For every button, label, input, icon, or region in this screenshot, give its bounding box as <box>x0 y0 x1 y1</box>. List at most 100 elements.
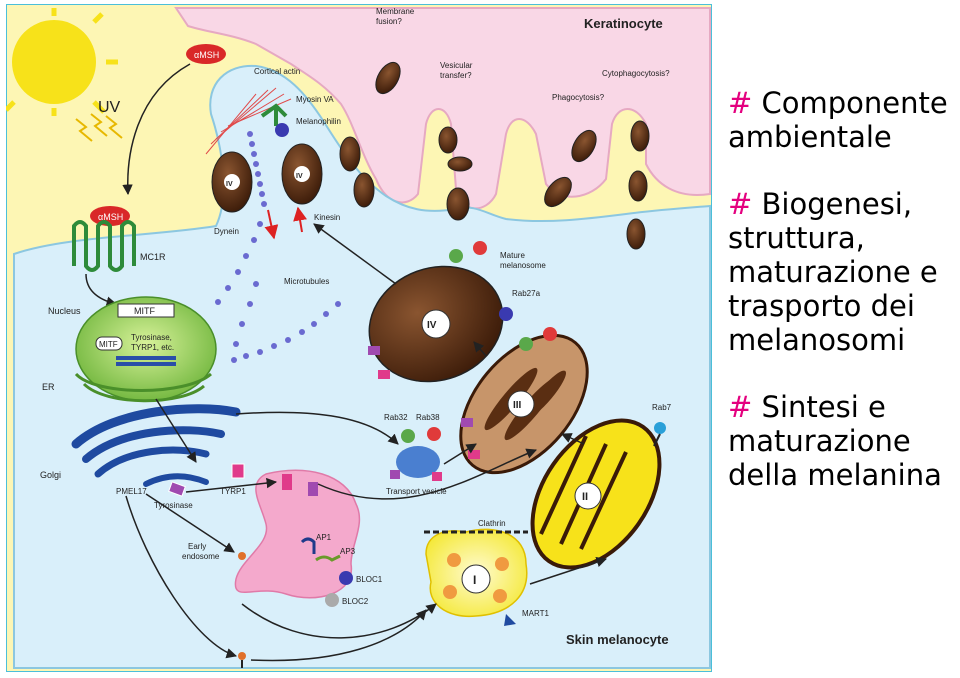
note-environmental-component: # Componente ambientale <box>728 86 958 154</box>
mature-melanosome-label: Mature <box>500 251 525 260</box>
tyrosinase-to-endosome-arrow <box>185 477 278 493</box>
note-text: Biogenesi, struttura, maturazione e tras… <box>728 187 938 357</box>
microtubules-label: Microtubules <box>284 277 329 286</box>
uv-rays <box>75 113 123 142</box>
kinesin-label: Kinesin <box>314 213 340 222</box>
early-endosome-label-2: endosome <box>182 552 220 561</box>
svg-text:MITF: MITF <box>99 340 118 349</box>
svg-text:αMSH: αMSH <box>98 212 123 222</box>
melanophilin <box>275 123 289 137</box>
pmel17-bottom <box>238 652 246 668</box>
melanosome-stage-ii: II <box>530 418 666 570</box>
nucleus-label: Nucleus <box>48 306 81 316</box>
tyrp1-label: TYRP1 <box>220 487 246 496</box>
stage-i-to-ii-arrow <box>529 556 607 585</box>
stage-iv-to-dendrite-arrow <box>313 223 397 285</box>
ap3-label: AP3 <box>340 547 356 556</box>
mc1r-to-nucleus-arrow <box>85 273 118 307</box>
rab38-label: Rab38 <box>416 413 440 422</box>
tyrp1-protein <box>231 463 245 479</box>
note-melanin-synthesis: # Sintesi e maturazione della melanina <box>728 390 958 492</box>
svg-text:MITF: MITF <box>134 306 155 316</box>
hash-bullet: # <box>728 187 753 221</box>
stage-iii-to-iv-arrow <box>473 341 487 357</box>
melanosome-stage-i: I <box>424 528 528 618</box>
phagocytosis-label: Phagocytosis? <box>552 93 605 102</box>
pmel17-endosome <box>238 552 246 560</box>
svg-text:MC1R: MC1R <box>140 252 166 262</box>
melanosome-diagram: UV Keratinocyte Skin melanocyte αMSH αMS… <box>6 4 712 672</box>
vesicular-transfer-label: Vesicular <box>440 61 473 70</box>
golgi-down-arrow <box>125 495 238 659</box>
svg-text:IV: IV <box>296 173 303 180</box>
svg-text:TYRP1, etc.: TYRP1, etc. <box>131 343 174 352</box>
er <box>74 372 212 403</box>
transport-vesicle-label: Transport vesicle <box>386 487 447 496</box>
mc1r-receptor: αMSH MC1R <box>72 206 166 272</box>
myosin-va-label: Myosin VA <box>296 95 334 104</box>
melanophilin-label: Melanophilin <box>296 117 341 126</box>
notes-panel: # Componente ambientale # Biogenesi, str… <box>728 86 958 525</box>
cytophagocytosis-label: Cytophagocytosis? <box>602 69 670 78</box>
golgi-to-endosome-arrow <box>145 493 235 553</box>
melanosome-stage-iii: III <box>459 327 589 475</box>
cortical-actin-label: Cortical actin <box>254 67 300 76</box>
early-endosome <box>234 469 361 599</box>
kinesin-arrow <box>293 206 307 233</box>
bloc2-label: BLOC2 <box>342 597 369 606</box>
membrane-fusion-label: Membrane <box>376 7 415 16</box>
small-melanosome-1: IV <box>211 151 253 213</box>
mature-melanosome-label-2: melanosome <box>500 261 546 270</box>
svg-text:IV: IV <box>427 320 437 331</box>
transport-vesicle <box>390 427 442 481</box>
nucleus-golgi-arrow <box>155 398 197 463</box>
rab27a-label: Rab27a <box>512 289 541 298</box>
ap1-adaptor <box>300 537 316 554</box>
ap3-adaptor <box>315 554 341 562</box>
note-text: Sintesi e maturazione della melanina <box>728 390 942 492</box>
amsh-hormone: αMSH <box>186 44 226 64</box>
er-label: ER <box>42 382 55 392</box>
endosome-protein-2 <box>308 482 318 496</box>
svg-text:Tyrosinase,: Tyrosinase, <box>131 333 172 342</box>
rab7-label: Rab7 <box>652 403 672 412</box>
svg-text:I: I <box>473 573 476 587</box>
svg-text:IV: IV <box>226 181 233 188</box>
vesicle-to-iii-arrow <box>443 443 477 465</box>
sun-icon <box>6 8 118 116</box>
note-biogenesis: # Biogenesi, struttura, maturazione e tr… <box>728 187 958 357</box>
amsh-arrow <box>122 63 191 196</box>
tyrosinase-label: Tyrosinase <box>154 501 193 510</box>
melanocyte-title: Skin melanocyte <box>566 632 669 647</box>
hash-bullet: # <box>728 390 753 424</box>
nucleus: MITF MITF Tyrosinase, TYRP1, etc. <box>75 296 217 402</box>
golgi-label: Golgi <box>40 470 61 480</box>
svg-text:αMSH: αMSH <box>194 50 219 60</box>
svg-text:II: II <box>582 491 588 503</box>
ap1-label: AP1 <box>316 533 332 542</box>
mart1-label: MART1 <box>522 609 550 618</box>
myosin-va <box>260 103 288 126</box>
membrane-fusion-label-2: fusion? <box>376 17 402 26</box>
vesicular-transfer-label-2: transfer? <box>440 71 472 80</box>
bloc1-label: BLOC1 <box>356 575 383 584</box>
dynein-label: Dynein <box>214 227 239 236</box>
stage-ii-to-iii-arrow <box>561 433 585 445</box>
endosome-to-iii-arrow <box>317 448 537 500</box>
bloc2-complex <box>325 593 339 607</box>
note-text: Componente ambientale <box>728 86 948 154</box>
dynein-arrow <box>264 209 279 240</box>
microtubules <box>215 131 341 363</box>
bottom-to-stage-i-arrow <box>250 609 427 662</box>
cortical-actin <box>205 87 292 155</box>
pmel17-label: PMEL17 <box>116 487 147 496</box>
bloc1-complex <box>339 571 353 585</box>
small-melanosome-2: IV <box>281 143 323 205</box>
keratinocyte-title: Keratinocyte <box>584 16 663 31</box>
melanosome-stage-iv: IV <box>368 241 513 383</box>
clathrin-label: Clathrin <box>478 519 506 528</box>
mart1-marker <box>504 614 516 626</box>
svg-text:III: III <box>513 400 522 411</box>
endosome-protein-1 <box>282 474 292 490</box>
rab32-label: Rab32 <box>384 413 408 422</box>
